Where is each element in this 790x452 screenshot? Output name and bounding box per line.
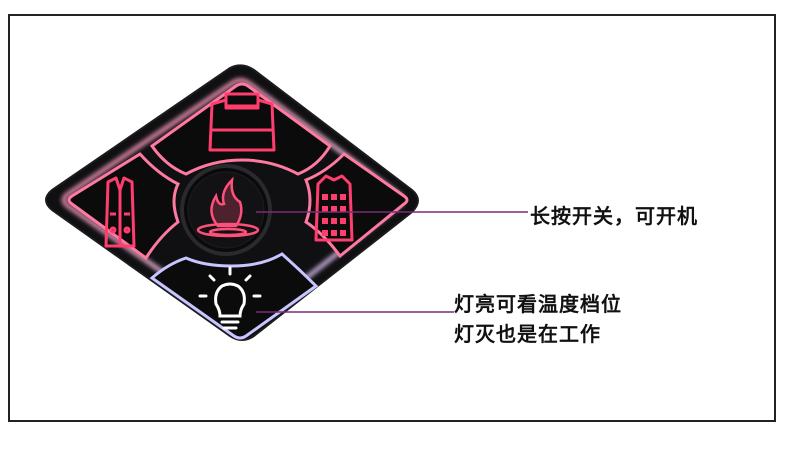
button-center[interactable] (180, 164, 272, 256)
button-right[interactable] (304, 152, 409, 259)
light-annotation-line1: 灯亮可看温度档位 (454, 292, 622, 316)
button-left[interactable] (67, 152, 181, 261)
button-bottom[interactable] (149, 252, 319, 340)
flame-icon (196, 176, 260, 238)
vest-back-icon (208, 92, 276, 152)
light-annotation-line2: 灯灭也是在工作 (454, 322, 601, 346)
power-annotation: 长按开关，可开机 (530, 204, 698, 228)
button-top[interactable] (149, 82, 332, 176)
heated-vest-icon (314, 174, 354, 242)
vest-front-icon (104, 176, 136, 248)
lightbulb-icon (198, 266, 262, 330)
